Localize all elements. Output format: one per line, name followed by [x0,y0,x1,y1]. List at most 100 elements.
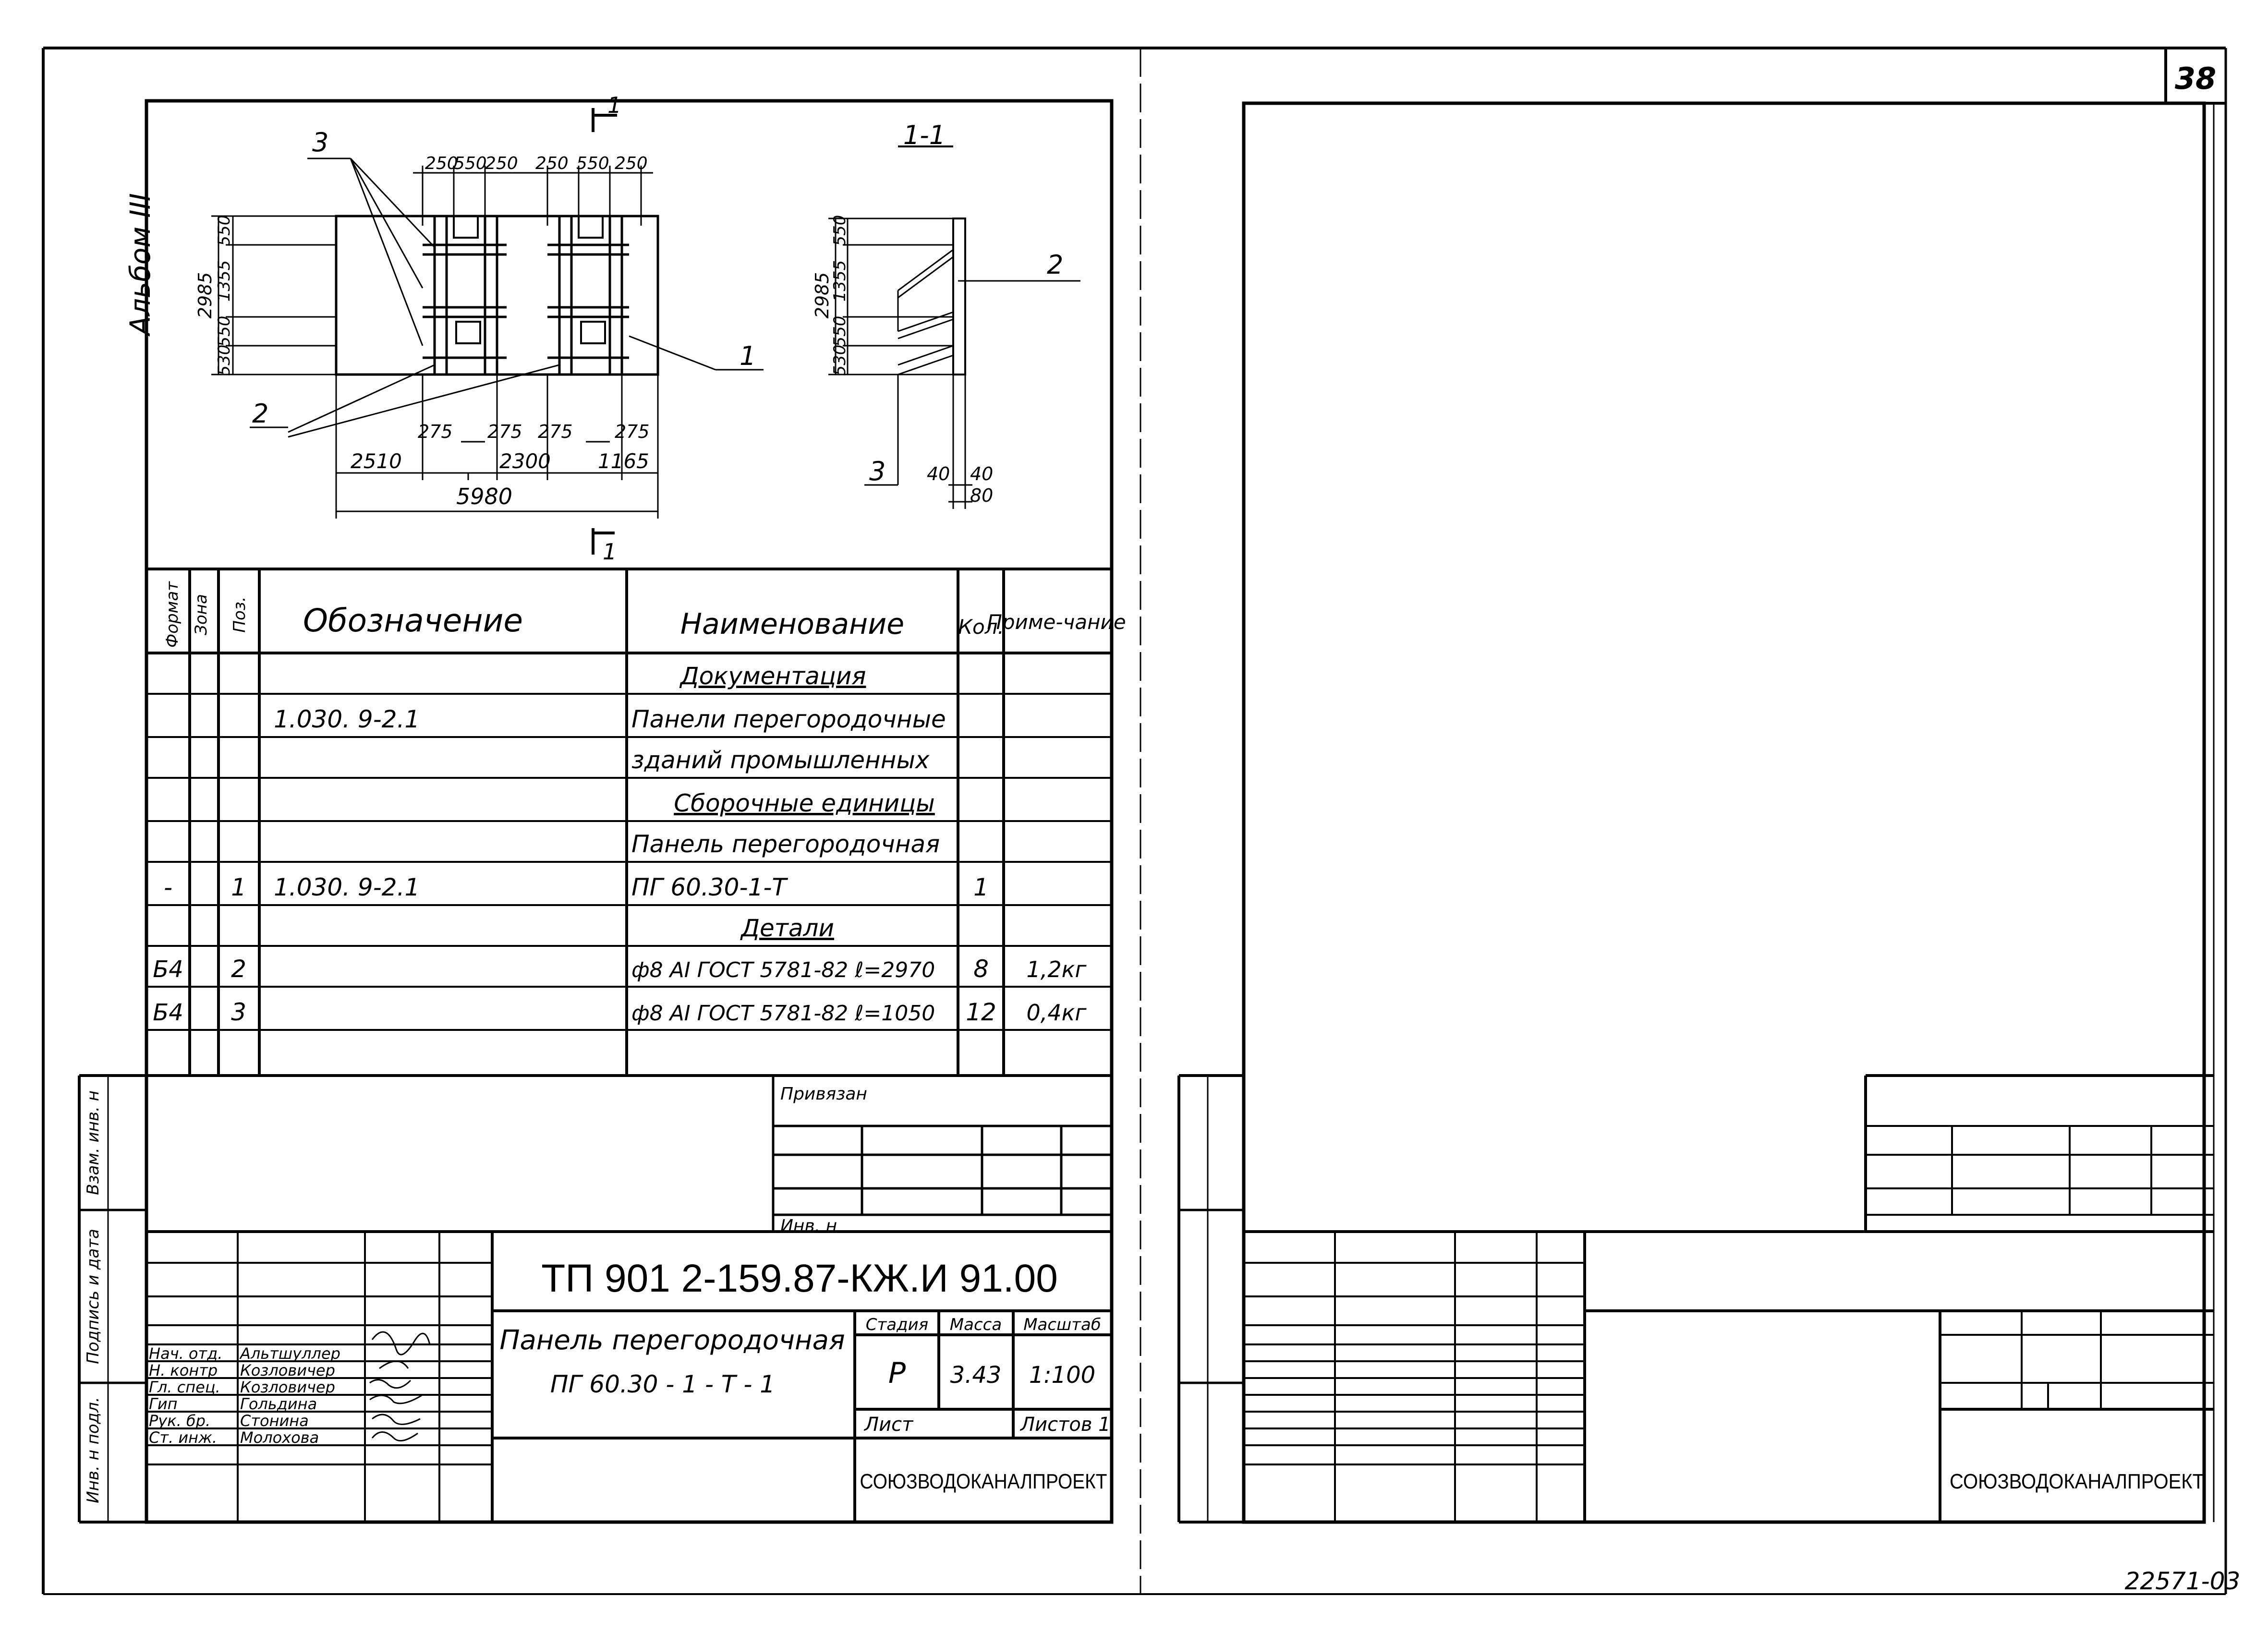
dim-bottom-2300: 2300 [499,449,551,473]
dim-bottom-total: 5980 [456,484,512,509]
dim-top-2: 550 [454,154,487,173]
tb-sheets-label: Листов 1 [1019,1414,1111,1436]
tb-role-1: Н. контр [149,1361,218,1379]
tb-title-line1: Панель перегородочная [499,1325,845,1356]
spec-row-7-pos: 2 [231,955,246,983]
tb-role-2: Гл. спец. [149,1378,220,1396]
right-title-block: СОЮЗВОДОКАНАЛПРОЕКТ [1244,1074,2214,1522]
tb-name-2: Козловичер [240,1378,335,1396]
tb-sheet-label: Лист [863,1414,914,1436]
spec-row-5-qty: 1 [973,873,989,901]
header-name: Наименование [680,607,904,641]
spec-row-7-format: Б4 [153,956,183,983]
header-qty: Кол. [958,615,1004,639]
dim-bottom-2510: 2510 [351,449,402,473]
section-dim-2: 1355 [830,260,849,302]
archive-number: 22571-03 [2125,1567,2241,1595]
dim-left-1: 550 [215,215,234,246]
callout-3: 3 [312,127,328,157]
tb-org: СОЮЗВОДОКАНАЛПРОЕКТ [860,1470,1107,1493]
tb-role-4: Рук. бр. [149,1412,210,1430]
header-pos: Поз. [230,596,249,632]
header-format: Формат [163,581,182,648]
dim-bottom-275-2: 275 [487,421,522,442]
spec-row-5-pos: 1 [231,873,246,901]
header-note: Приме-чание [987,610,1126,634]
panel-elevation: 3 1 2 1 1 250 550 250 250 550 250 [194,92,764,565]
tb-name-3: Гольдина [240,1395,317,1413]
spec-row-5-format: - [164,873,172,901]
tb-mass-label: Масса [950,1315,1002,1334]
dim-bottom-275-4: 275 [615,421,650,442]
spec-row-4-name: Панель перегородочная [631,830,940,858]
section-dim-total: 2985 [812,272,833,319]
tb-name-4: Стонина [240,1412,309,1430]
dim-top-6: 250 [615,154,648,173]
spec-row-1-designation: 1.030. 9-2.1 [274,705,420,733]
section-dim-40a: 40 [927,463,950,484]
section-mark-bottom: 1 [603,539,617,565]
spec-row-8-note: 0,4кг [1026,1000,1087,1026]
tb-code: ТП 901 2-159.87-КЖ.И 91.00 [541,1257,1058,1300]
label-inv-podl: Инв. н подл. [84,1397,103,1503]
title-block: ТП 901 2-159.87-КЖ.И 91.00 Панель перего… [146,1230,1112,1522]
dim-left-3: 550 [215,316,234,347]
spec-row-8-name: ф8 AI ГОСТ 5781-82 ℓ=1050 [631,1001,935,1026]
tb-mass-value: 3.43 [950,1362,1002,1389]
dim-left-2: 1355 [215,260,234,302]
spec-row-6-name: Детали [740,914,834,942]
header-zone: Зона [192,594,211,635]
section-title: 1-1 [903,120,946,150]
dim-top-3: 250 [485,154,518,173]
spec-row-7-note: 1,2кг [1026,956,1087,982]
tb-title-line2: ПГ 60.30 - 1 - Т - 1 [550,1370,775,1398]
tb-stage-value: Р [888,1356,906,1390]
dim-bottom-275-3: 275 [538,421,573,442]
spec-row-8-qty: 12 [966,998,996,1026]
dim-left-total: 2985 [194,272,216,319]
dim-top-5: 550 [576,154,609,173]
tb-role-0: Нач. отд. [149,1344,222,1363]
spec-row-7-name: ф8 AI ГОСТ 5781-82 ℓ=2970 [631,958,935,982]
sheet-frames [42,47,2227,1595]
label-podpis-data: Подпись и дата [84,1229,103,1364]
tb-role-3: Гип [149,1395,178,1413]
section-callout-3: 3 [869,456,885,486]
section-dim-40b: 40 [970,463,993,484]
spec-row-5-designation: 1.030. 9-2.1 [274,873,420,901]
dim-bottom-1165: 1165 [598,449,649,473]
section-dim-3: 550 [830,316,849,347]
dim-bottom-275-1: 275 [418,421,453,442]
spec-row-0-name: Документация [679,662,866,690]
album-label: Альбом III [124,193,157,337]
right-org: СОЮЗВОДОКАНАЛПРОЕКТ [1950,1470,2204,1493]
tb-name-5: Молохова [240,1428,319,1447]
section-dim-1: 550 [830,215,849,246]
callout-2: 2 [252,399,268,429]
spec-row-8-format: Б4 [153,999,183,1026]
tb-scale-label: Масштаб [1023,1315,1101,1334]
tb-scale-value: 1:100 [1029,1362,1095,1389]
spec-row-1-name: Панели перегородочные [631,705,946,733]
dim-top-1: 250 [425,154,458,173]
spec-row-8-pos: 3 [231,998,246,1026]
dim-left-5: 530 [215,345,234,376]
tb-name-0: Альтшуллер [239,1344,340,1363]
spec-row-2-name: зданий промышленных [631,746,930,774]
binding-privyazan: Привязан [780,1084,867,1104]
page-number: 38 [2175,61,2216,96]
callout-1: 1 [740,341,756,371]
section-dim-80: 80 [970,485,993,506]
section-1-1: 1-1 2 3 [812,120,1080,509]
spec-row-3-name: Сборочные единицы [674,789,935,817]
tb-stage-label: Стадия [866,1315,928,1334]
spec-row-7-qty: 8 [973,955,989,983]
specification-table: Формат Зона Поз. Обозначение Наименовани… [146,568,1126,1077]
spec-row-5-name: ПГ 60.30-1-Т [631,873,788,901]
signatures [369,1331,431,1442]
section-callout-2: 2 [1047,250,1063,280]
binding-block: Привязан Инв. н [772,1076,1112,1236]
label-vzam-inv: Взам. инв. н [84,1090,103,1195]
header-designation: Обозначение [303,602,523,639]
